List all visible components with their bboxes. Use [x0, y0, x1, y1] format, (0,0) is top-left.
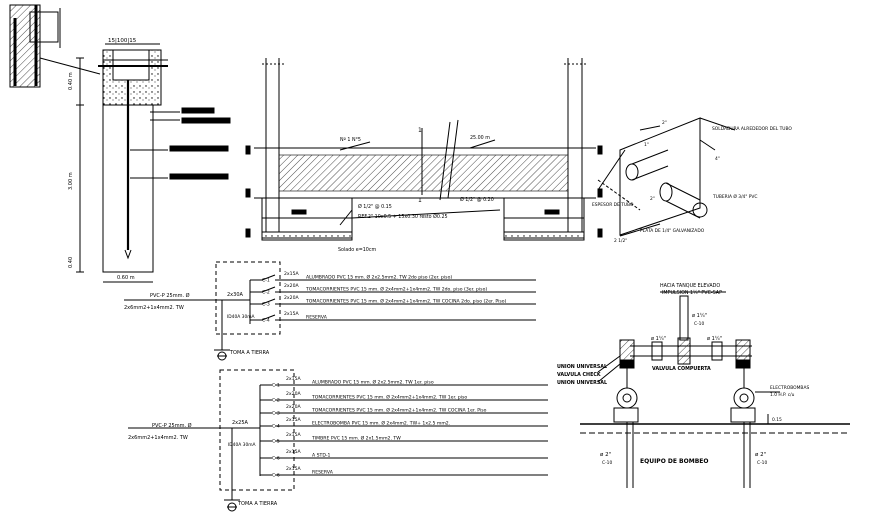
detail-dim-5: 2 1/2": [614, 238, 627, 244]
pump-left-label-2: VALVULA CHECK: [557, 372, 601, 378]
circuit-id: C-2: [272, 398, 280, 404]
circuit-description: TOMACORRIENTES PVC 15 mm. Ø 2x4mm2+1x4mm…: [305, 286, 487, 293]
pump-left-label-1: UNION UNIVERSAL: [557, 364, 607, 370]
circuit-description: TIMBRE PVC 15 mm. Ø 2x1.5mm2. TW: [311, 435, 401, 442]
circuit-description: ALUMBRADO PVC 15 mm. Ø 2x2.5mm2. TW 1er.…: [312, 379, 434, 386]
pump-right-label-2: 1.0 H.P. c/u: [770, 392, 795, 398]
circuit-amp: 2x15A: [286, 449, 301, 455]
circuit-amp: 2x15A: [284, 311, 299, 317]
board-1-circuits: 2x15A C-1 ALUMBRADO PVC 15 mm. Ø 2x2.5mm2.…: [262, 271, 507, 324]
circuit-id: C-3: [262, 302, 270, 308]
circuit-id: C-6: [272, 473, 280, 479]
circuit-amp: 2x20A: [286, 404, 301, 410]
pump-d1-code: C-10: [694, 321, 704, 327]
circuit-id: C-4: [272, 424, 280, 430]
pit-dim-v2: 3.00 m: [68, 172, 74, 190]
pump-left-label-3: UNION UNIVERSAL: [557, 380, 607, 386]
pump-d3: ø 1¼": [707, 336, 722, 342]
pump-top-label-2: IMPULSION 1¼" PVC-SAP: [662, 290, 722, 296]
ground-pit-section: [9, 4, 231, 283]
electrical-board-2: [128, 369, 548, 512]
electrical-board-1: [124, 261, 536, 361]
circuit-amp: 2x15A: [286, 432, 301, 438]
beam-bottom-note-2: REF.2" 10x0.5 + 15x0.30 resto Ø0.25: [358, 213, 448, 220]
board-1-breaker: 2x30A: [227, 292, 244, 298]
pump-caption: EQUIPO DE BOMBEO: [640, 458, 708, 465]
pit-dim-bottom: 0.60 m: [117, 275, 135, 281]
circuit-description: TOMACORRIENTES PVC 15 mm. Ø 2x4mm2+1x4mm…: [311, 407, 487, 414]
board-1-ground: TOMA A TIERRA: [229, 350, 270, 356]
board-2-feeder-2: 2x6mm2+1x4mm2. TW: [128, 435, 188, 441]
board-2-ground: TOMA A TIERRA: [237, 501, 278, 507]
pump-bottom-left-1: ø 2": [600, 452, 611, 458]
pump-top-label-1: HACIA TANQUE ELEVADO: [660, 283, 720, 289]
pump-dim-right: 0.15: [772, 417, 782, 423]
detail-label-4: PLATA DE 1/4" GALVANIZADO: [640, 228, 705, 234]
circuit-amp: 2x20A: [286, 391, 301, 397]
circuit-id: C-5: [272, 439, 280, 445]
circuit-amp: 2x15A: [286, 466, 301, 472]
detail-label-3: ESPESOR DE TUBO: [592, 202, 634, 208]
detail-dim-2: 1": [644, 142, 649, 148]
beam-bottom-note-1: Ø 1/2" @ 0.15: [358, 203, 392, 210]
circuit-amp: 2x20A: [284, 283, 299, 289]
circuit-description: A STD-1: [312, 453, 331, 459]
detail-label-1: SOLDADURA ALREDEDOR DEL TUBO: [712, 126, 792, 132]
board-2-feeder-1: PVC-P 25mm. Ø: [152, 422, 192, 429]
detail-label-2: TUBERIA Ø 3/4" PVC: [712, 193, 757, 200]
beam-note-top-right: 25.00 m: [470, 135, 490, 141]
circuit-amp: 2x15A: [286, 417, 301, 423]
circuit-description: RESERVA: [306, 315, 328, 321]
beam-mark-2: 1: [418, 197, 422, 204]
pump-right-label-1: ELECTROBOMBAS: [770, 385, 809, 391]
circuit-id: C-1: [262, 278, 270, 284]
detail-dim-3: 4": [715, 156, 720, 162]
pit-dim-top: 15|100|15: [108, 38, 137, 44]
pump-bottom-right-2: C-10: [757, 460, 767, 466]
circuit-id: C-1: [272, 383, 280, 389]
detail-dim-4: 2": [650, 196, 655, 202]
pit-dim-v3: 0.40: [68, 257, 74, 268]
circuit-description: TOMACORRIENTES PVC 15 mm. Ø 2x4mm2+1x4mm…: [305, 298, 507, 305]
circuit-description: ALUMBRADO PVC 15 mm. Ø 2x2.5mm2. TW 2do …: [306, 274, 452, 281]
circuit-id: C-2: [262, 290, 270, 296]
pump-bottom-left-2: C-10: [602, 460, 612, 466]
board-2-breaker: 2x25A: [232, 420, 249, 426]
circuit-id: C-3: [272, 411, 280, 417]
pump-d1: ø 1¼": [692, 313, 707, 319]
beam-note-top-left: Nº 1 N°5: [340, 137, 361, 143]
board-1-feeder-2: 2x6mm2+1x4mm2. TW: [124, 305, 184, 311]
board-1-feeder-1: PVC-P 25mm. Ø: [150, 292, 190, 299]
plate-detail: [597, 117, 736, 237]
pit-dim-v1: 0.40 m: [68, 72, 74, 90]
pump-bottom-right-1: ø 2": [755, 452, 766, 458]
pump-mid-label: VALVULA COMPUERTA: [652, 366, 711, 372]
circuit-amp: 2x20A: [284, 295, 299, 301]
detail-dim-1: 2": [662, 120, 667, 126]
pump-d2: ø 1¼": [651, 336, 666, 342]
circuit-description: TOMACORRIENTES PVC 15 mm. Ø 2x4mm2+1x4mm…: [311, 394, 467, 401]
circuit-description: RESERVA: [312, 470, 334, 476]
board-2-breaker-2: ID40A 30mA: [228, 442, 256, 448]
pump-equipment: [580, 291, 850, 488]
circuit-id: C-6: [272, 456, 280, 462]
circuit-description: ELECTROBOMBA PVC 15 mm. Ø 2x4mm2. TW+ 1x…: [312, 420, 450, 427]
circuit-amp: 2x15A: [284, 271, 299, 277]
circuit-amp: 2x15A: [286, 376, 301, 382]
beam-section: [245, 58, 603, 241]
board-1-breaker-2: ID40A 30mA: [227, 314, 255, 320]
beam-bottom-note-3: Solado e=10cm: [338, 247, 376, 253]
board-2-circuits: 2x15A C-1 ALUMBRADO PVC 15 mm. Ø 2x2.5mm2.…: [272, 376, 487, 479]
beam-mark-1: 1: [418, 127, 422, 134]
beam-note-mid: Ø 1/2" @ 0.20: [460, 196, 494, 203]
circuit-id: C-4: [262, 318, 270, 324]
